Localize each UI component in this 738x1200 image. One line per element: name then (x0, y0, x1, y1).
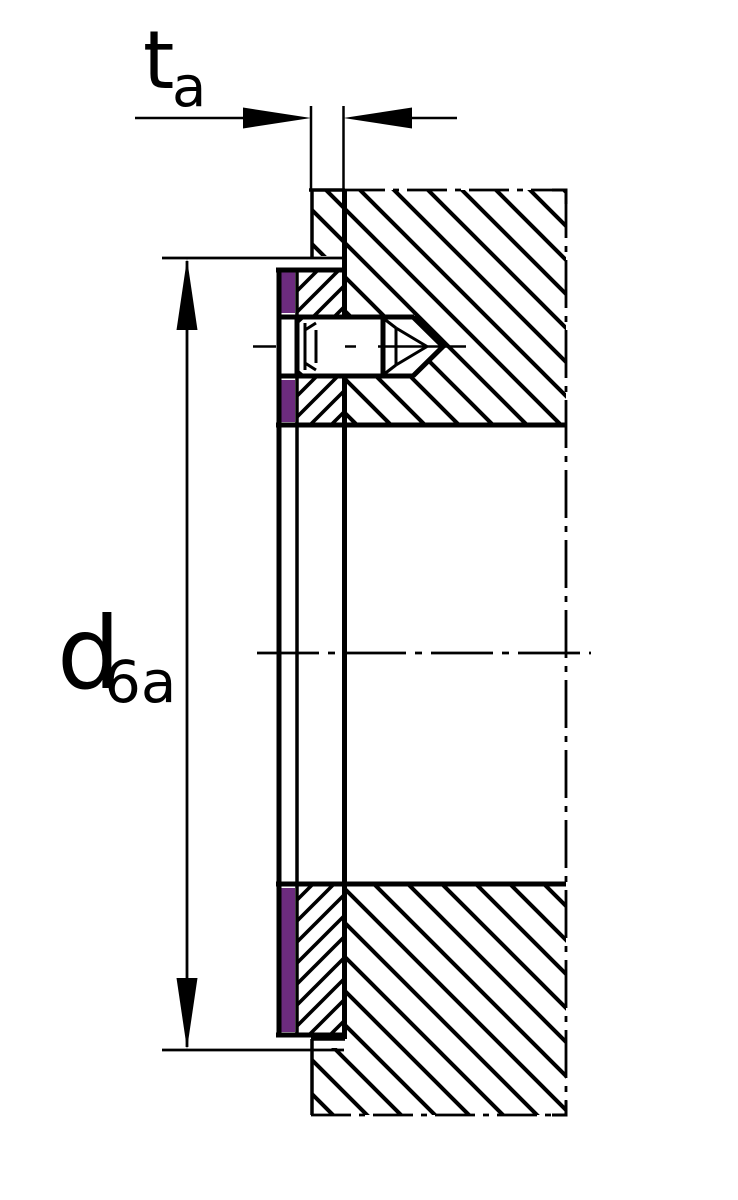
ta-arrow-right (343, 107, 412, 129)
adjacent-part-upper-section (345, 190, 566, 425)
adjacent-part-lower-step (311, 1048, 345, 1115)
grub-screw (253, 315, 466, 378)
adjacent-part-lower-section (345, 885, 566, 1115)
dimension-d6a: d 6a (57, 256, 344, 1052)
dimension-ta: t a (135, 14, 457, 189)
adjacent-part-upper-step (311, 190, 345, 256)
part-outlines (276, 188, 566, 1115)
clamping-ring-lower (298, 885, 344, 1035)
d6a-arrow-top (176, 259, 198, 330)
locating-washer-highlight (281, 272, 295, 1032)
washer-upper-b (281, 380, 295, 422)
washer-upper-a (281, 272, 295, 313)
clamping-ring-upper-a (298, 272, 344, 317)
dimension-ta-subscript: a (172, 55, 206, 120)
clamping-ring-upper-b (298, 376, 344, 425)
centerlines (257, 188, 591, 1117)
d6a-arrow-bottom (176, 978, 198, 1049)
dimension-d6a-label: d (57, 595, 120, 712)
dimension-d6a-subscript: 6a (104, 648, 176, 716)
washer-lower (281, 888, 295, 1032)
clamping-ring-section (298, 272, 344, 1035)
dimension-ta-label: t (143, 14, 174, 107)
ta-arrow-left (243, 107, 311, 129)
adjacent-part-section (311, 190, 566, 1115)
